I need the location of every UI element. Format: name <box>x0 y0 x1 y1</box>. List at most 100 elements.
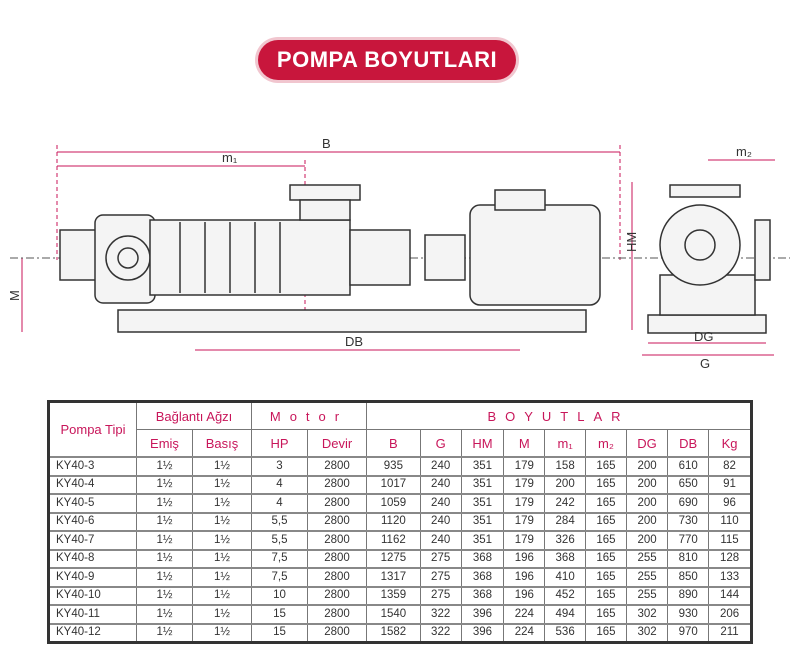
table-cell: 2800 <box>307 511 367 532</box>
table-cell: 610 <box>667 456 710 476</box>
table-cell: 1½ <box>136 474 193 495</box>
table-cell: 1½ <box>192 567 252 587</box>
table-cell: 255 <box>625 567 669 587</box>
table-cell: 165 <box>585 604 627 624</box>
table-cell: KY40-9 <box>48 567 137 587</box>
table-cell: 165 <box>585 493 627 513</box>
table-cell: 196 <box>503 567 546 587</box>
table-cell: 5,5 <box>251 530 308 550</box>
table-cell: 240 <box>419 530 462 550</box>
label-db: DB <box>345 334 363 349</box>
table-cell: 850 <box>667 567 710 587</box>
table-cell: 1½ <box>192 585 252 606</box>
pump-front-view <box>647 184 771 334</box>
table-cell: 1317 <box>366 567 421 587</box>
table-cell: 1½ <box>136 622 193 643</box>
table-cell: 206 <box>708 604 752 624</box>
table-cell: 1017 <box>366 474 421 495</box>
table-cell: 128 <box>708 548 752 569</box>
table-cell: 275 <box>419 585 462 606</box>
label-dg: DG <box>694 329 714 344</box>
table-cell: 5,5 <box>251 511 308 532</box>
table-cell: KY40-7 <box>48 530 137 550</box>
table-cell: 2800 <box>307 530 367 550</box>
table-cell: 770 <box>667 530 710 550</box>
table-cell: 15 <box>251 604 308 624</box>
table-cell: 351 <box>460 456 505 476</box>
table-cell: 240 <box>419 474 462 495</box>
table-cell: 1359 <box>366 585 421 606</box>
table-cell: 1582 <box>366 622 421 643</box>
table-cell: 2800 <box>307 456 367 476</box>
table-cell: 2800 <box>307 604 367 624</box>
table-cell: 1½ <box>192 622 252 643</box>
table-cell: 82 <box>708 456 752 476</box>
table-cell: 935 <box>366 456 421 476</box>
table-cell: 368 <box>460 567 505 587</box>
table-cell: 351 <box>460 511 505 532</box>
table-cell: 200 <box>625 530 669 550</box>
table-cell: 890 <box>667 585 710 606</box>
table-cell: 2800 <box>307 548 367 569</box>
table-cell: 302 <box>625 622 669 643</box>
table-cell: 15 <box>251 622 308 643</box>
label-m1: m₁ <box>222 150 238 165</box>
table-cell: 322 <box>419 604 462 624</box>
header-dim: m₁ <box>544 429 587 458</box>
table-cell: 200 <box>625 493 669 513</box>
header-hp: HP <box>251 429 308 458</box>
table-cell: 1540 <box>366 604 421 624</box>
table-cell: 179 <box>503 511 546 532</box>
table-cell: 2800 <box>307 585 367 606</box>
label-b: B <box>322 136 331 151</box>
table-cell: KY40-10 <box>48 585 137 606</box>
table-cell: 810 <box>667 548 710 569</box>
table-cell: 1120 <box>366 511 421 532</box>
pump-dimension-drawing: B m₁ M DB m₂ HM DG G <box>7 136 790 371</box>
table-cell: 200 <box>625 456 669 476</box>
table-cell: 242 <box>544 493 587 513</box>
header-dim: B <box>366 429 421 458</box>
header-motor: Motor <box>251 401 367 430</box>
table-cell: 165 <box>585 585 627 606</box>
table-cell: 165 <box>585 456 627 476</box>
table-cell: 650 <box>667 474 710 495</box>
table-cell: 351 <box>460 493 505 513</box>
table-cell: 1½ <box>136 585 193 606</box>
table-cell: 1½ <box>136 530 193 550</box>
table-cell: 1½ <box>136 493 193 513</box>
table-cell: 196 <box>503 548 546 569</box>
header-dim: HM <box>460 429 505 458</box>
table-cell: 91 <box>708 474 752 495</box>
label-hm: HM <box>624 232 639 252</box>
table-cell: 1½ <box>136 456 193 476</box>
table-cell: 200 <box>625 474 669 495</box>
label-g: G <box>700 356 710 371</box>
table-cell: 179 <box>503 474 546 495</box>
table-cell: 1½ <box>136 511 193 532</box>
table-cell: 351 <box>460 474 505 495</box>
table-cell: 326 <box>544 530 587 550</box>
table-cell: 410 <box>544 567 587 587</box>
table-cell: 536 <box>544 622 587 643</box>
table-cell: 396 <box>460 604 505 624</box>
table-cell: 1½ <box>192 493 252 513</box>
header-dim: DB <box>667 429 710 458</box>
table-cell: 211 <box>708 622 752 643</box>
table-cell: KY40-12 <box>48 622 137 643</box>
table-cell: 200 <box>544 474 587 495</box>
table-cell: 1½ <box>192 511 252 532</box>
page-title: POMPA BOYUTLARI <box>258 40 516 80</box>
table-cell: 368 <box>544 548 587 569</box>
table-cell: 284 <box>544 511 587 532</box>
table-cell: 165 <box>585 567 627 587</box>
table-cell: 275 <box>419 548 462 569</box>
table-cell: 165 <box>585 548 627 569</box>
